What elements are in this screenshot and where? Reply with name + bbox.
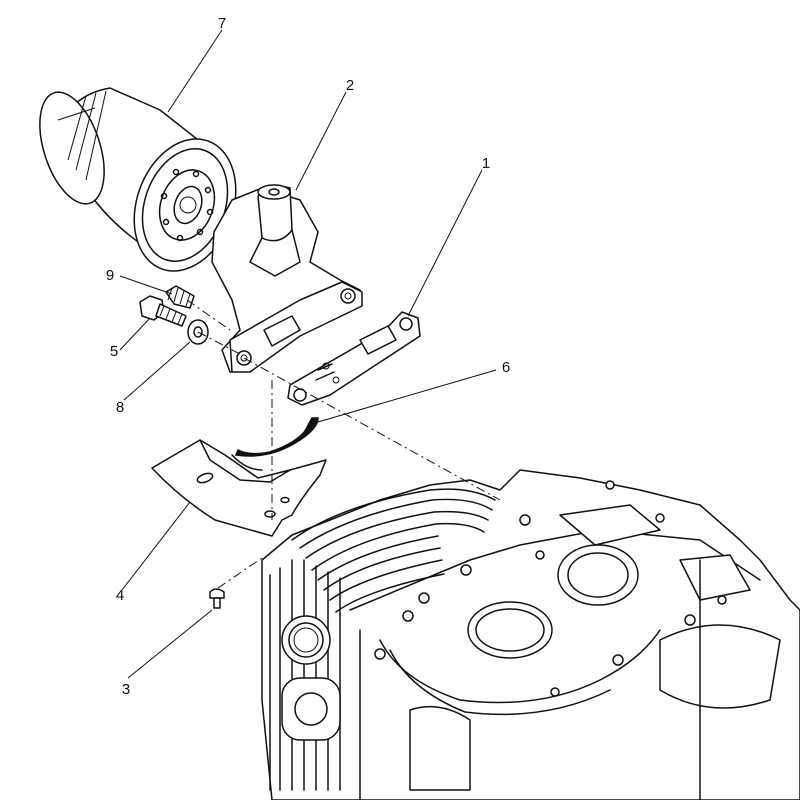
callout-2: 2: [346, 77, 354, 94]
screw: [209, 588, 225, 609]
center-lines: [186, 299, 501, 589]
callout-5: 5: [110, 343, 118, 360]
callout-6: 6: [502, 359, 510, 376]
leader-lines: [119, 29, 497, 679]
callouts: 7 2 1 9 6 5 8 4 3: [106, 15, 510, 698]
engine-block: [261, 469, 800, 800]
callout-1: 1: [482, 155, 490, 172]
callout-7: 7: [218, 15, 226, 32]
threaded-insert: [165, 285, 195, 309]
callout-4: 4: [116, 587, 124, 604]
filter-adapter: [211, 184, 363, 373]
callout-3: 3: [122, 681, 130, 698]
callout-9: 9: [106, 267, 114, 284]
gasket: [287, 311, 421, 406]
oil-filter: [39, 87, 237, 272]
bolt: [139, 295, 187, 327]
oring-seal: [234, 417, 319, 457]
callout-8: 8: [116, 399, 124, 416]
deflector-plate: [151, 439, 327, 537]
